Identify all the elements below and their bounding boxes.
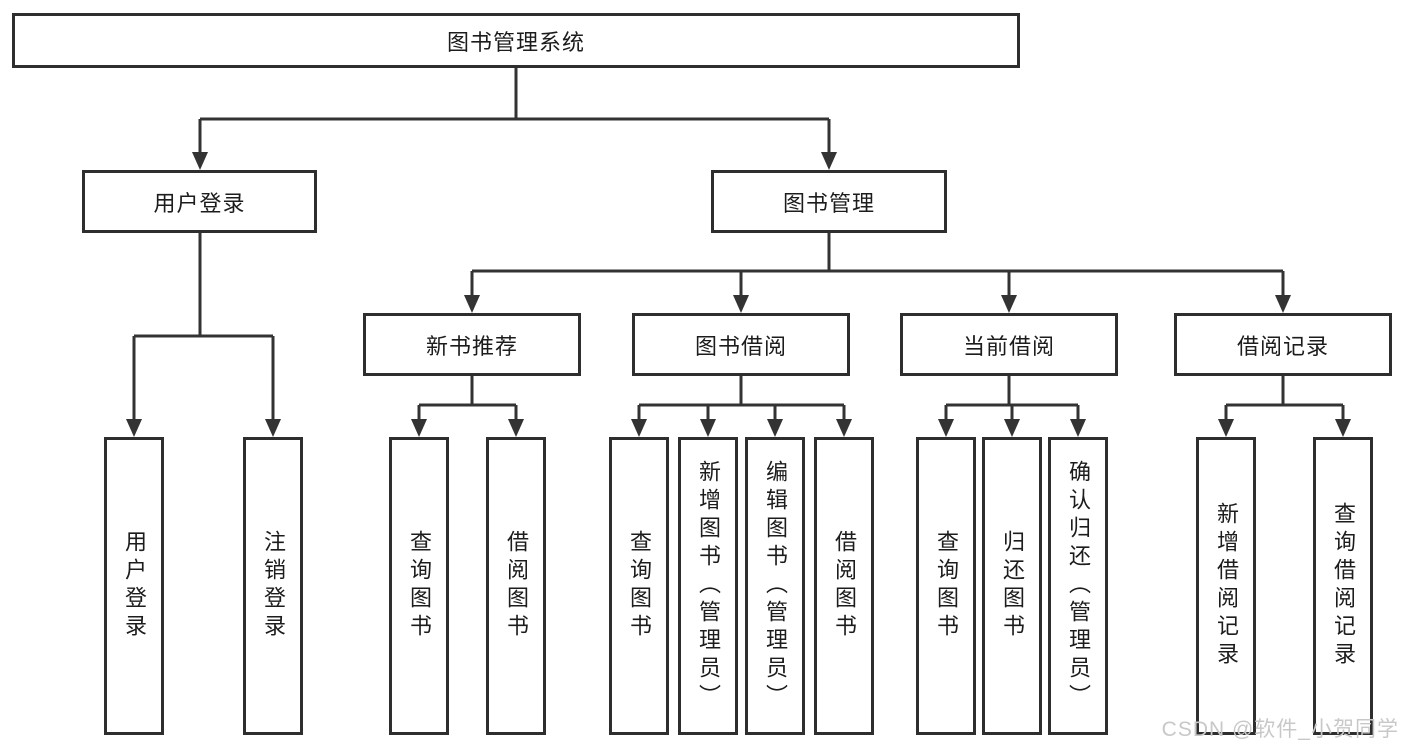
- node-user-login: 用户登录: [82, 170, 317, 233]
- node-book-borrowing: 图书借阅: [632, 313, 850, 376]
- node-book-management: 图书管理: [711, 170, 947, 233]
- node-new-book-recommendation: 新书推荐: [363, 313, 581, 376]
- node-leaf-confirm-return-admin: 确认归还（管理员）: [1048, 437, 1108, 735]
- node-leaf-add-books-admin: 新增图书（管理员）: [678, 437, 738, 735]
- node-borrowing-records: 借阅记录: [1174, 313, 1392, 376]
- node-leaf-user-login: 用户登录: [104, 437, 164, 735]
- node-leaf-borrow-books-2: 借阅图书: [814, 437, 874, 735]
- node-leaf-add-borrow-record: 新增借阅记录: [1196, 437, 1256, 735]
- node-leaf-return-books: 归还图书: [982, 437, 1042, 735]
- connector-paths: [132, 68, 1345, 419]
- node-leaf-edit-books-admin: 编辑图书（管理员）: [745, 437, 805, 735]
- node-library-management-system: 图书管理系统: [12, 13, 1020, 68]
- node-leaf-query-books-3: 查询图书: [916, 437, 976, 735]
- node-leaf-query-borrow-record: 查询借阅记录: [1313, 437, 1373, 735]
- csdn-watermark: CSDN @软件_小贺同学: [1161, 718, 1399, 741]
- node-leaf-query-books-1: 查询图书: [389, 437, 449, 735]
- arrowheads: [126, 152, 1351, 437]
- node-leaf-query-books-2: 查询图书: [609, 437, 669, 735]
- node-leaf-borrow-books-1: 借阅图书: [486, 437, 546, 735]
- node-current-borrowing: 当前借阅: [900, 313, 1118, 376]
- node-leaf-logout: 注销登录: [243, 437, 303, 735]
